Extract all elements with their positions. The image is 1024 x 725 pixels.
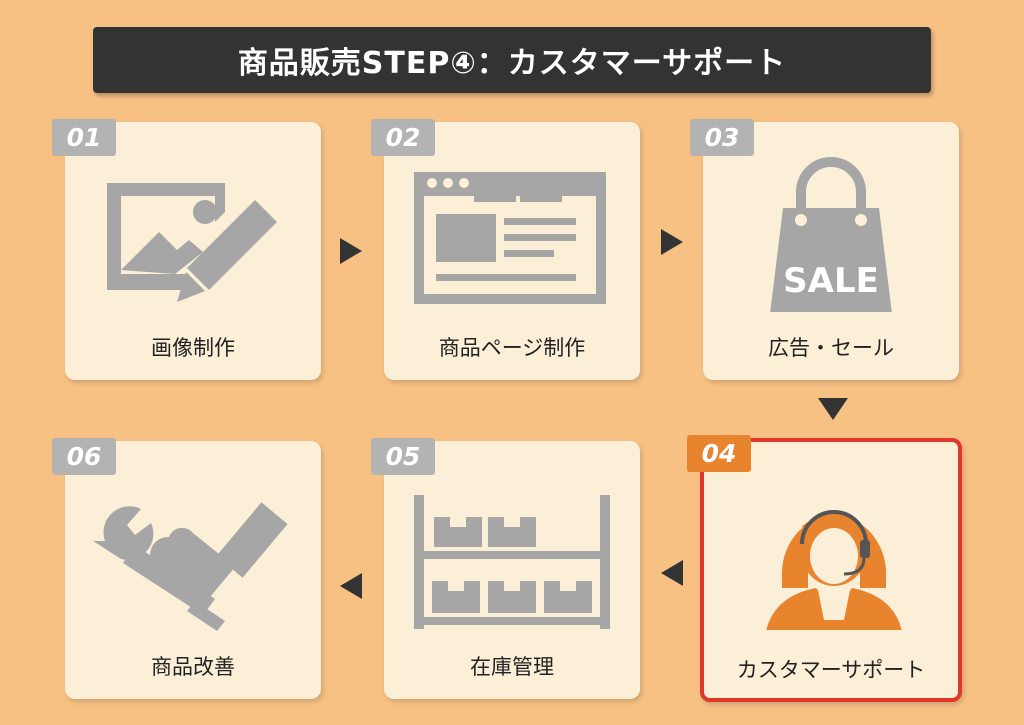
step-card-06: 06 商品改善 xyxy=(52,438,321,699)
arrow-right-icon xyxy=(661,229,683,255)
step-card-01: 01 画像制作 xyxy=(52,119,321,380)
sale-bag-icon: SALE xyxy=(770,157,892,312)
step-label: 画像制作 xyxy=(151,336,235,360)
step-label: カスタマーサポート xyxy=(736,658,926,682)
step-number: 05 xyxy=(371,438,435,475)
arrow-right-icon xyxy=(340,238,362,264)
image-edit-icon xyxy=(107,183,277,302)
step-number: 06 xyxy=(52,438,116,475)
step-number: 02 xyxy=(371,119,435,156)
step-card-03: 03 SALE 広告・セール xyxy=(690,119,959,380)
warehouse-shelf-icon xyxy=(414,495,610,629)
step-card-02: 02 商品ページ制作 xyxy=(371,119,640,380)
web-page-icon xyxy=(414,172,606,304)
step-card-04: 04 カスタマーサポート xyxy=(687,435,962,702)
arrow-down-icon xyxy=(818,398,848,420)
step-number: 01 xyxy=(52,119,116,156)
step-number: 03 xyxy=(690,119,754,156)
arrow-left-icon xyxy=(340,573,362,599)
wrench-hand-icon xyxy=(93,502,288,631)
page-title: 商品販売STEP④：カスタマーサポート xyxy=(93,27,931,93)
operator-icon xyxy=(766,510,902,630)
step-label: 商品ページ制作 xyxy=(438,336,586,360)
step-label: 広告・セール xyxy=(768,336,894,360)
step-label: 商品改善 xyxy=(151,655,235,679)
step-card-05: 05 在庫管理 xyxy=(371,438,640,699)
step-number: 04 xyxy=(687,435,751,472)
step-label: 在庫管理 xyxy=(470,655,554,679)
arrow-left-icon xyxy=(661,560,683,586)
sale-text: SALE xyxy=(783,261,879,301)
